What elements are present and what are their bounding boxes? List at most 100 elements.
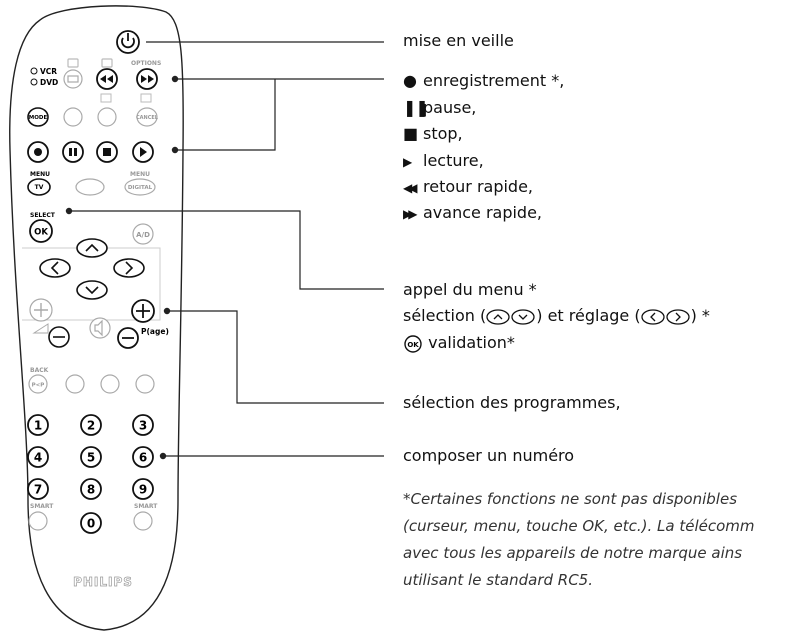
- pause-bullet-icon: ❚❚: [403, 98, 429, 117]
- svg-text:5: 5: [87, 451, 95, 465]
- volume-plus-button[interactable]: [29, 298, 53, 322]
- volume-minus-button[interactable]: [48, 326, 70, 348]
- teletext-button[interactable]: [97, 107, 117, 127]
- digit-5-button[interactable]: 5: [80, 446, 102, 468]
- ok-icon: OK: [404, 334, 422, 353]
- down-button[interactable]: [76, 280, 108, 300]
- label-validate: OK validation*: [403, 333, 515, 353]
- up-button[interactable]: [76, 238, 108, 258]
- label-play: ▶lecture,: [403, 151, 484, 170]
- aux-button[interactable]: [63, 107, 83, 127]
- tv-label: TV: [35, 184, 44, 191]
- pause-button[interactable]: [62, 141, 84, 163]
- program-plus-button[interactable]: [131, 299, 155, 323]
- mode-button[interactable]: [27, 107, 49, 127]
- up-down-icon: [486, 308, 535, 325]
- right-button[interactable]: [113, 258, 145, 278]
- digit-0-button[interactable]: 0: [80, 512, 102, 534]
- menu-tv-button[interactable]: [27, 178, 51, 196]
- left-right-icon: [640, 308, 690, 325]
- menu-label: MENU: [30, 171, 50, 178]
- svg-text:2: 2: [87, 419, 95, 433]
- svg-text:3: 3: [139, 419, 147, 433]
- cancel-label: CANCEL: [136, 115, 159, 121]
- smart-picture-button[interactable]: [133, 511, 153, 531]
- rewind-icon: [100, 75, 113, 83]
- stop-bullet-icon: ■: [403, 124, 419, 143]
- smart-picture-label: SMART: [134, 503, 158, 510]
- label-forward: ▶▶avance rapide,: [403, 203, 543, 222]
- cancel-button[interactable]: [136, 107, 158, 127]
- brand-logo: PHILIPS: [73, 575, 133, 589]
- plus-icon: [136, 304, 150, 318]
- power-icon: [121, 33, 135, 49]
- pp-label: P<P: [32, 383, 45, 389]
- left-button[interactable]: [39, 258, 71, 278]
- digit-3-button[interactable]: 3: [132, 414, 154, 436]
- label-programs: sélection des programmes,: [403, 393, 621, 412]
- digital-label: DIGITAL: [128, 185, 153, 191]
- mute-icon: [94, 319, 103, 337]
- play-button[interactable]: [132, 141, 154, 163]
- digit-2-button[interactable]: 2: [80, 414, 102, 436]
- footnote-line-4: utilisant le standard RC5.: [403, 571, 593, 589]
- digit-7-button[interactable]: 7: [27, 478, 49, 500]
- footnote-line-2: (curseur, menu, touche OK, etc.). La tél…: [403, 517, 755, 535]
- svg-text:OK: OK: [407, 341, 419, 349]
- label-menu: appel du menu *: [403, 280, 537, 299]
- label-select-adjust: sélection () et réglage () *: [403, 306, 710, 325]
- digit-4-button[interactable]: 4: [27, 446, 49, 468]
- down-arrow-icon: [85, 286, 99, 295]
- svg-text:7: 7: [34, 483, 42, 497]
- label-stop: ■stop,: [403, 124, 463, 143]
- dual-button[interactable]: [135, 374, 155, 394]
- footnote-line-1: *Certaines fonctions ne sont pas disponi…: [403, 490, 738, 508]
- record-bullet-icon: ●: [403, 71, 417, 90]
- label-pause: ❚❚pause,: [403, 98, 477, 117]
- mute-button[interactable]: [89, 317, 111, 339]
- play-icon: [140, 147, 147, 157]
- record-button[interactable]: [27, 141, 49, 163]
- remote-control: VCR DVD OPTIONS MODE CANCEL MENU TV MENU…: [9, 5, 184, 631]
- page-label: P(age): [141, 327, 169, 336]
- pip-button[interactable]: [75, 178, 105, 196]
- svg-text:8: 8: [87, 483, 95, 497]
- svg-text:9: 9: [139, 483, 147, 497]
- label-rewind: ◀◀retour rapide,: [403, 177, 534, 196]
- mode-label: MODE: [29, 115, 48, 121]
- svg-text:4: 4: [34, 451, 42, 465]
- smart-sound-button[interactable]: [28, 511, 48, 531]
- label-record: ●enregistrement *,: [403, 71, 565, 90]
- forward-button[interactable]: [136, 68, 158, 90]
- forward-bullet-icon: ▶▶: [403, 207, 417, 221]
- digit-1-button[interactable]: 1: [27, 414, 49, 436]
- label-number: composer un numéro: [403, 446, 575, 465]
- format-button[interactable]: [65, 374, 85, 394]
- svg-text:6: 6: [139, 451, 147, 465]
- footnote: *Certaines fonctions ne sont pas disponi…: [403, 486, 755, 594]
- stop-button[interactable]: [96, 141, 118, 163]
- surround-button[interactable]: [100, 374, 120, 394]
- program-minus-button[interactable]: [117, 327, 139, 349]
- rewind-button[interactable]: [96, 68, 118, 90]
- subtitle-button[interactable]: [63, 69, 83, 89]
- ad-button[interactable]: [132, 223, 154, 245]
- pause-icon: [69, 148, 77, 156]
- forward-icon: [141, 75, 154, 83]
- pp-button[interactable]: [28, 374, 48, 394]
- stop-icon: [103, 148, 111, 156]
- right-arrow-icon: [125, 261, 134, 275]
- footnote-line-3: avec tous les appareils de notre marque …: [403, 544, 743, 562]
- digit-8-button[interactable]: 8: [80, 478, 102, 500]
- svg-text:0: 0: [87, 517, 95, 531]
- vcr-led-label: VCR: [40, 67, 57, 76]
- record-icon: [34, 148, 42, 156]
- digit-6-button[interactable]: 6: [132, 446, 154, 468]
- svg-text:1: 1: [34, 419, 42, 433]
- left-arrow-icon: [50, 261, 59, 275]
- ok-button[interactable]: OK: [29, 219, 53, 243]
- power-button[interactable]: [116, 30, 140, 54]
- digit-9-button[interactable]: 9: [132, 478, 154, 500]
- menu-digital-label: MENU: [130, 171, 150, 178]
- digital-button[interactable]: [124, 178, 156, 196]
